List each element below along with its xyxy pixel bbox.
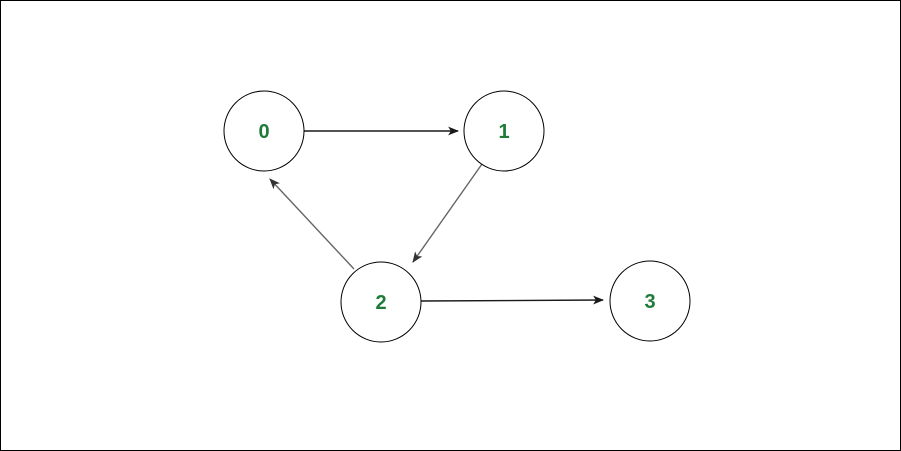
edge-2-to-0 [269,178,355,270]
node-label-3: 3 [644,291,655,313]
edge-1-to-2 [412,163,483,263]
node-circle-1 [463,90,545,172]
node-label-1: 1 [498,121,509,143]
node-label-2: 2 [375,292,386,314]
node-label-0: 0 [258,121,269,143]
graph-node-3: 3 [609,260,691,342]
node-circle-0 [223,90,305,172]
node-circle-3 [609,260,691,342]
graph-node-0: 0 [223,90,305,172]
graph-node-1: 1 [463,90,545,172]
graph-node-2: 2 [340,261,422,343]
node-circle-2 [340,261,422,343]
edge-2-to-3 [420,295,605,305]
